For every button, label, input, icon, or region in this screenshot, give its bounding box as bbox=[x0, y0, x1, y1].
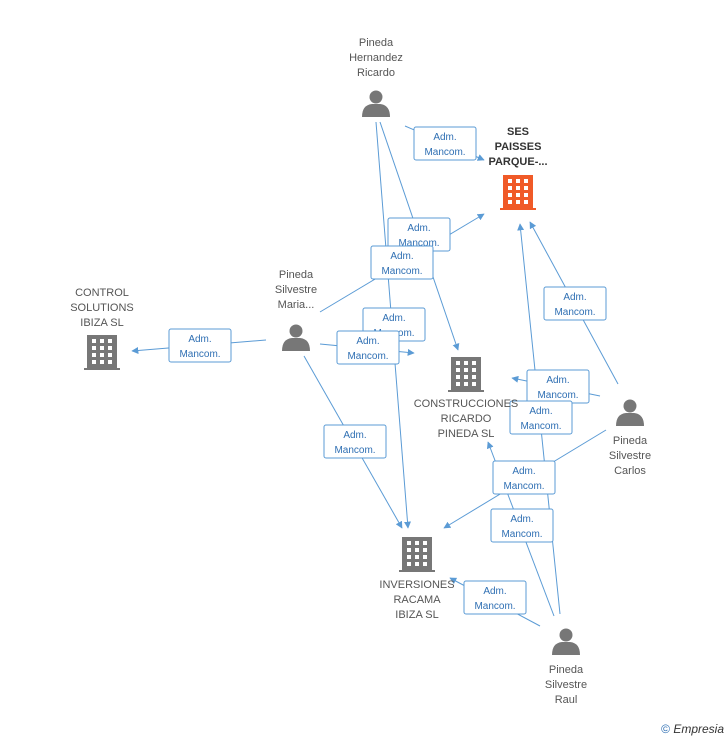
company-node-construcciones[interactable]: CONSTRUCCIONES RICARDO PINEDA SL bbox=[414, 357, 519, 440]
relation-label-maria-inversiones[interactable]: Adm. Mancom. bbox=[323, 424, 387, 459]
relation-label-box bbox=[323, 424, 387, 459]
relation-label-text: Adm. bbox=[483, 586, 506, 597]
node-label-line: SOLUTIONS bbox=[70, 302, 134, 314]
node-label-line: Pineda bbox=[549, 664, 584, 676]
relation-label-text: Adm. bbox=[188, 334, 211, 345]
node-label-line: RICARDO bbox=[441, 413, 492, 425]
relation-label-text: Mancom. bbox=[179, 349, 220, 360]
relation-label-text: Adm. bbox=[563, 292, 586, 303]
node-label-line: CONTROL bbox=[75, 287, 129, 299]
relation-label-text: Mancom. bbox=[554, 307, 595, 318]
node-label-line: Maria... bbox=[278, 299, 315, 311]
node-label-line: PARQUE-... bbox=[488, 156, 547, 168]
node-label-line: Raul bbox=[555, 694, 578, 706]
relation-label-text: Mancom. bbox=[501, 529, 542, 540]
relation-label-box bbox=[490, 508, 554, 543]
node-label-line: Ricardo bbox=[357, 67, 395, 79]
relation-label-raul-inversiones[interactable]: Adm. Mancom. bbox=[463, 580, 527, 615]
relation-label-text: Adm. bbox=[407, 223, 430, 234]
node-label-line: Pineda bbox=[359, 37, 394, 49]
relation-label-carlos-construcciones[interactable]: Adm. Mancom. bbox=[526, 369, 590, 404]
relation-label-text: Adm. bbox=[356, 336, 379, 347]
node-label-line: Hernandez bbox=[349, 52, 403, 64]
relation-label-box bbox=[509, 400, 573, 435]
relation-label-box bbox=[336, 330, 400, 365]
relation-label-box bbox=[543, 286, 607, 321]
person-icon bbox=[362, 90, 390, 117]
relation-label-text: Adm. bbox=[546, 375, 569, 386]
person-icon bbox=[616, 399, 644, 426]
relation-label-text: Mancom. bbox=[537, 390, 578, 401]
relation-label-box bbox=[463, 580, 527, 615]
relation-label-box bbox=[413, 126, 477, 161]
node-label-line: PAISSES bbox=[495, 141, 542, 153]
relation-label-maria-control[interactable]: Adm. Mancom. bbox=[168, 328, 232, 363]
relation-label-text: Mancom. bbox=[474, 601, 515, 612]
relation-label-text: Mancom. bbox=[398, 238, 439, 249]
relation-label-box bbox=[168, 328, 232, 363]
node-label-line: INVERSIONES bbox=[379, 579, 454, 591]
node-label-line: Pineda bbox=[613, 435, 648, 447]
node-label-line: RACAMA bbox=[393, 594, 441, 606]
relation-label-text: Adm. bbox=[512, 466, 535, 477]
person-node-maria[interactable]: PinedaSilvestreMaria... bbox=[275, 269, 317, 351]
relation-label-box bbox=[492, 460, 556, 495]
relation-label-text: Mancom. bbox=[381, 266, 422, 277]
relation-label-text: Mancom. bbox=[520, 421, 561, 432]
company-node-control[interactable]: CONTROL SOLUTIONS IBIZA SL bbox=[70, 287, 134, 370]
relation-label-maria-construcciones[interactable]: Adm. Mancom. bbox=[336, 330, 400, 365]
node-label-line: IBIZA SL bbox=[80, 317, 123, 329]
node-label-line: Carlos bbox=[614, 465, 646, 477]
building-icon bbox=[84, 335, 120, 370]
relation-label-text: Mancom. bbox=[503, 481, 544, 492]
node-label-line: SES bbox=[507, 126, 529, 138]
relation-label-text: Adm. bbox=[510, 514, 533, 525]
node-label-line: Pineda bbox=[279, 269, 314, 281]
node-label-line: Silvestre bbox=[545, 679, 587, 691]
node-label-line: PINEDA SL bbox=[438, 428, 495, 440]
relation-label-carlos-ses[interactable]: Adm. Mancom. bbox=[543, 286, 607, 321]
brand-logo[interactable]: Empresia bbox=[673, 722, 724, 736]
building-icon bbox=[500, 175, 536, 210]
relation-label-carlos-inversiones[interactable]: Adm. Mancom. bbox=[492, 460, 556, 495]
node-label-line: CONSTRUCCIONES bbox=[414, 398, 519, 410]
building-icon bbox=[448, 357, 484, 392]
node-label-line: Silvestre bbox=[609, 450, 651, 462]
footer: © Empresia bbox=[661, 722, 724, 736]
relation-label-text: Adm. bbox=[343, 430, 366, 441]
nodes-layer: SES PAISSES PARQUE-... CONTROL SOLUTIONS IBIZ… bbox=[70, 37, 651, 706]
person-icon bbox=[282, 324, 310, 351]
relation-label-text: Adm. bbox=[382, 313, 405, 324]
relation-label-box bbox=[370, 245, 434, 280]
person-icon bbox=[552, 628, 580, 655]
building-icon bbox=[399, 537, 435, 572]
relation-label-text: Adm. bbox=[390, 251, 413, 262]
relation-label-text: Adm. bbox=[433, 132, 456, 143]
copyright-symbol: © bbox=[661, 722, 670, 736]
node-label-line: IBIZA SL bbox=[395, 609, 438, 621]
relation-labels-layer: Adm. Mancom. Adm. Mancom. Adm. Mancom. Adm. Man… bbox=[168, 126, 607, 615]
relation-label-raul-construcciones[interactable]: Adm. Mancom. bbox=[490, 508, 554, 543]
company-node-ses[interactable]: SES PAISSES PARQUE-... bbox=[488, 126, 548, 210]
relation-label-text: Adm. bbox=[529, 406, 552, 417]
relation-label-maria-ses[interactable]: Adm. Mancom. bbox=[370, 245, 434, 280]
node-label-line: Silvestre bbox=[275, 284, 317, 296]
relation-label-raul-ses[interactable]: Adm. Mancom. bbox=[509, 400, 573, 435]
company-node-inversiones[interactable]: INVERSIONES RACAMA IBIZA SL bbox=[379, 537, 455, 621]
relation-label-text: Mancom. bbox=[424, 147, 465, 158]
relation-label-text: Mancom. bbox=[347, 351, 388, 362]
relation-label-hernandez-ses[interactable]: Adm. Mancom. bbox=[413, 126, 477, 161]
relation-label-text: Mancom. bbox=[334, 445, 375, 456]
